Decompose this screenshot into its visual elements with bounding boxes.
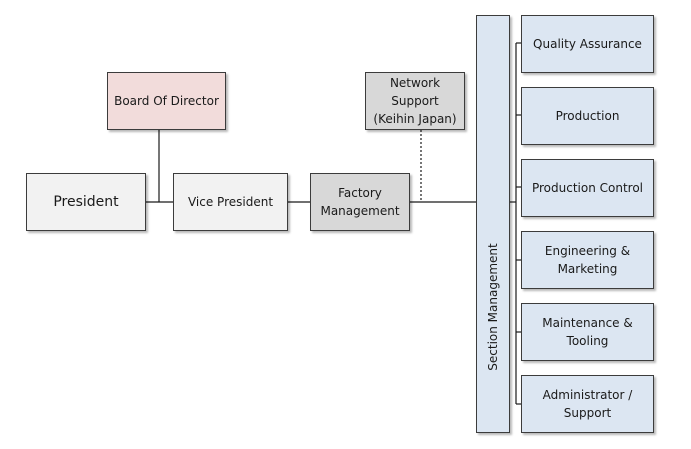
section-label: Production Control [531, 181, 644, 195]
vice-president-box: Vice President [173, 173, 288, 231]
network-support-label: Network Support (Keihin Japan) [373, 76, 457, 126]
section-label: Production [555, 109, 620, 123]
section-maintenance-tooling: Maintenance & Tooling [521, 303, 654, 361]
section-label: Administrator / Support [542, 388, 633, 420]
section-engineering-marketing: Engineering & Marketing [521, 231, 654, 289]
section-production-control: Production Control [521, 159, 654, 217]
section-production: Production [521, 87, 654, 145]
vice-president-label: Vice President [187, 195, 274, 209]
section-label: Quality Assurance [533, 37, 642, 51]
section-management-label: Section Management [486, 243, 500, 371]
section-label: Engineering & Marketing [544, 244, 631, 276]
board-of-director-label: Board Of Director [114, 94, 219, 108]
factory-management-box: Factory Management [310, 173, 410, 231]
section-administrator-support: Administrator / Support [521, 375, 654, 433]
president-box: President [26, 173, 146, 231]
president-label: President [53, 194, 119, 210]
section-quality-assurance: Quality Assurance [521, 15, 654, 73]
section-management-box [476, 15, 510, 433]
factory-management-label: Factory Management [320, 186, 400, 218]
board-of-director-box: Board Of Director [107, 72, 226, 130]
network-support-box: Network Support (Keihin Japan) [365, 72, 465, 130]
section-label: Maintenance & Tooling [542, 316, 633, 348]
